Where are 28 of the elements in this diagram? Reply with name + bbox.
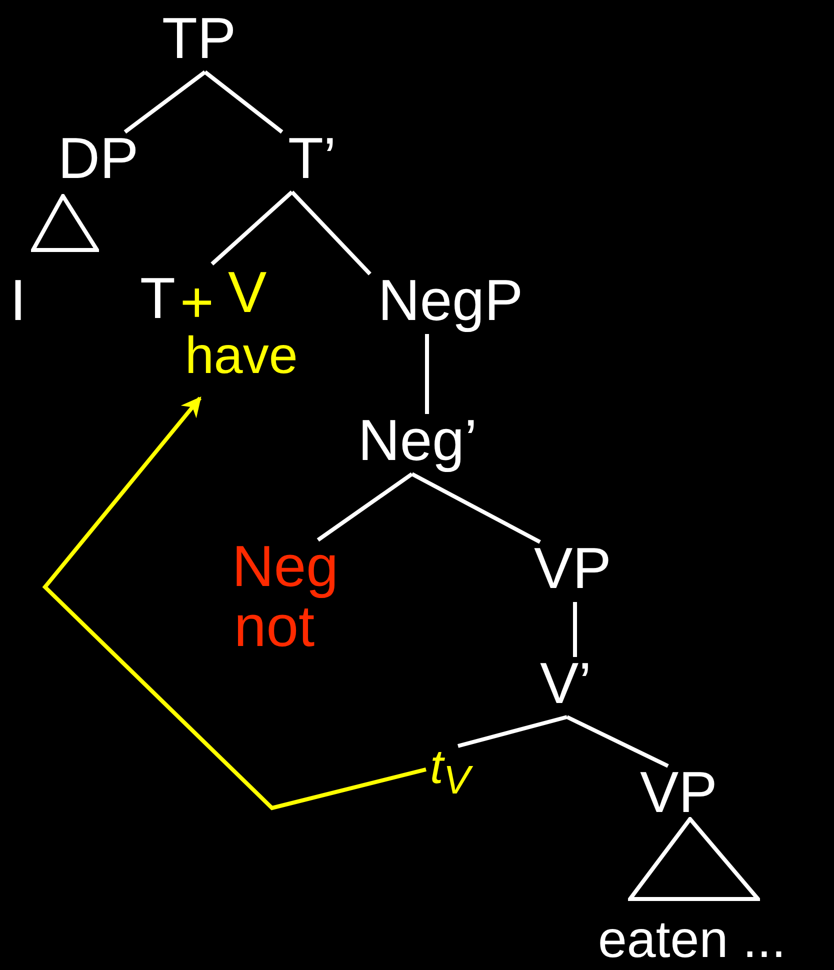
movement-arrow — [42, 396, 426, 810]
tree-label: VP — [534, 540, 612, 598]
tree-branch — [457, 715, 568, 748]
tree-label: Neg’ — [358, 412, 478, 470]
tree-label: T — [140, 270, 176, 328]
tree-label: TP — [162, 10, 236, 68]
tree-branch — [573, 602, 577, 657]
tree-label: have — [185, 330, 298, 382]
tree-branch — [566, 715, 669, 768]
tree-label: + — [180, 274, 214, 332]
tree-label: not — [234, 598, 315, 656]
tree-label: Neg — [232, 538, 338, 596]
tree-label: eaten ... — [598, 914, 786, 966]
tree-label: I — [10, 272, 26, 330]
tree-branch — [425, 334, 429, 414]
tree-label: T’ — [288, 130, 336, 188]
tree-label: NegP — [378, 272, 524, 330]
tree-branch — [204, 70, 284, 134]
tree-branch — [411, 472, 541, 544]
tree-label: DP — [58, 130, 139, 188]
tree-label: V — [228, 264, 267, 322]
tree-label: V’ — [540, 655, 592, 713]
tree-branch — [316, 472, 414, 542]
tree-branch — [290, 190, 372, 276]
tree-label: t$_{V}$ — [430, 744, 470, 801]
tree-label: VP — [640, 764, 718, 822]
tree-branch — [210, 190, 294, 266]
tree-branch — [124, 70, 206, 134]
